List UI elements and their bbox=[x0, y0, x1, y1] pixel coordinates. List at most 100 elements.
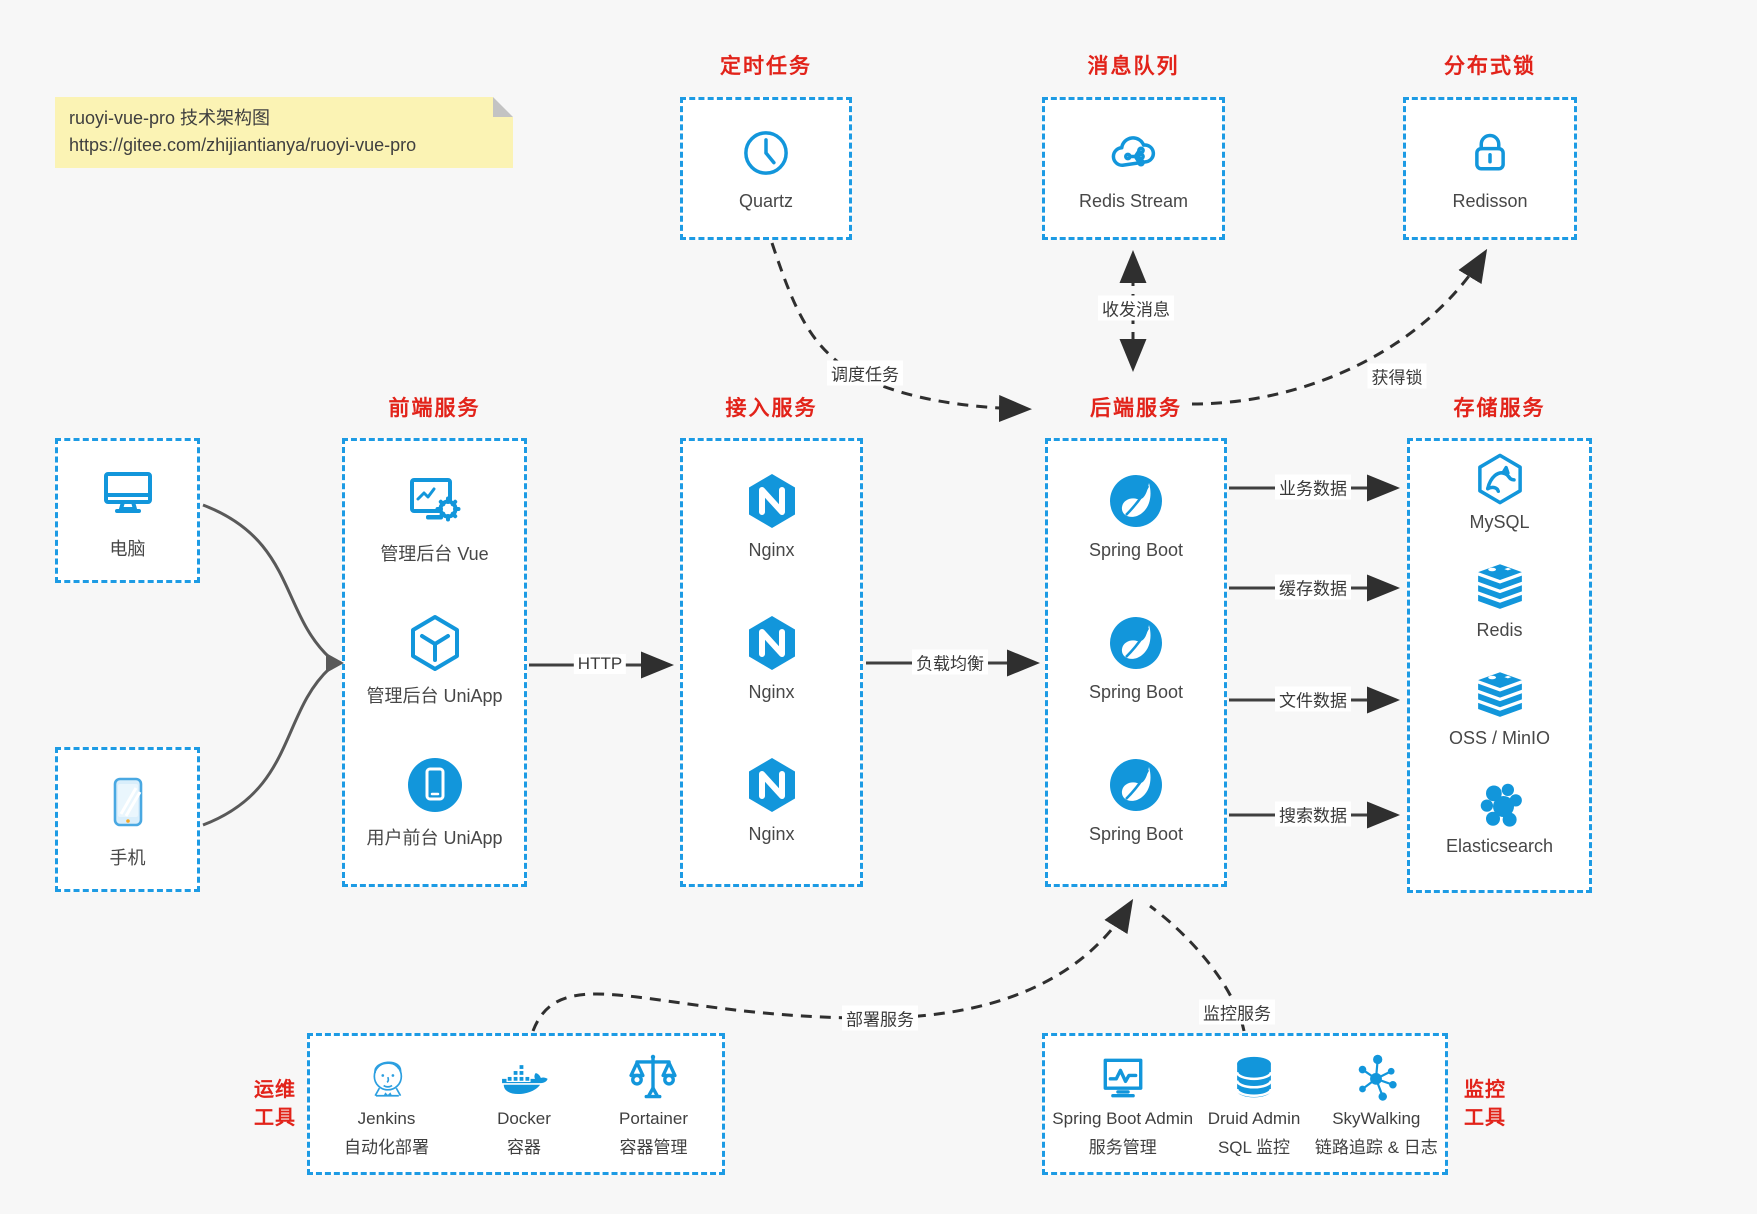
label-acquire-lock: 获得锁 bbox=[1367, 363, 1427, 389]
monitoring-tools-box: Spring Boot Admin 服务管理 Druid Admin SQL 监… bbox=[1042, 1033, 1448, 1175]
sticky-note: ruoyi-vue-pro 技术架构图 https://gitee.com/zh… bbox=[55, 97, 513, 168]
redisson-label: Redisson bbox=[1452, 191, 1528, 211]
clock-icon bbox=[738, 125, 794, 181]
item-label: Spring Boot bbox=[1088, 824, 1184, 844]
ops-title-line1: 运维 bbox=[254, 1079, 296, 1101]
ops-item-name: Docker bbox=[497, 1108, 551, 1128]
note-fold-corner bbox=[493, 97, 513, 117]
item-label: 管理后台 UniApp bbox=[366, 686, 503, 706]
nginx-icon bbox=[740, 753, 804, 817]
gateway-item-nginx-3: Nginx bbox=[683, 753, 860, 845]
redis-stack-icon bbox=[1472, 559, 1528, 615]
gateway-item-nginx-1: Nginx bbox=[683, 469, 860, 561]
elasticsearch-icon bbox=[1472, 775, 1528, 831]
monitor-item-desc: 服务管理 bbox=[1088, 1137, 1157, 1157]
ops-title-line2: 工具 bbox=[254, 1107, 296, 1129]
frontend-item-admin-uniapp: 管理后台 UniApp bbox=[345, 611, 524, 708]
ops-item-desc: 容器管理 bbox=[619, 1137, 688, 1157]
label-send-receive-message: 收发消息 bbox=[1098, 295, 1174, 321]
note-url: https://gitee.com/zhijiantianya/ruoyi-vu… bbox=[69, 135, 417, 155]
title-frontend: 前端服务 bbox=[388, 397, 481, 420]
nginx-icon bbox=[740, 611, 804, 675]
title-scheduled-jobs: 定时任务 bbox=[720, 55, 812, 78]
docker-icon bbox=[497, 1051, 551, 1105]
item-label: Elasticsearch bbox=[1445, 836, 1554, 856]
label-schedule-task: 调度任务 bbox=[827, 360, 903, 386]
storage-item-mysql: MySQL bbox=[1410, 451, 1589, 533]
title-message-queue: 消息队列 bbox=[1087, 55, 1180, 78]
monitor-item-name: Spring Boot Admin bbox=[1052, 1108, 1194, 1128]
label-deploy-service: 部署服务 bbox=[842, 1005, 918, 1031]
backend-item-springboot-2: Spring Boot bbox=[1048, 611, 1224, 703]
ops-tools-box: Jenkins 自动化部署 Docker 容器 Portainer 容器管理 bbox=[307, 1033, 725, 1175]
jenkins-icon bbox=[360, 1051, 414, 1105]
backend-item-springboot-3: Spring Boot bbox=[1048, 753, 1224, 845]
label-file-data: 文件数据 bbox=[1275, 686, 1351, 712]
redis-stream-box: Redis Stream bbox=[1042, 97, 1225, 240]
label-business-data: 业务数据 bbox=[1275, 474, 1351, 500]
scales-icon bbox=[626, 1051, 680, 1105]
monitor-item-name: SkyWalking bbox=[1332, 1108, 1421, 1128]
backend-box: Spring Boot Spring Boot Spring Boot bbox=[1045, 438, 1227, 887]
ops-item-desc: 容器 bbox=[507, 1137, 541, 1157]
phone-icon bbox=[96, 770, 160, 834]
mysql-icon bbox=[1472, 451, 1528, 507]
storage-box: MySQL Redis OSS / MinIO Elasticsearch bbox=[1407, 438, 1592, 893]
ops-item-name: Portainer bbox=[619, 1108, 688, 1128]
pc-client-label: 电脑 bbox=[109, 538, 146, 559]
uniapp-hexagon-icon bbox=[403, 611, 467, 675]
admin-monitor-icon bbox=[1096, 1051, 1150, 1105]
mobile-client-box: 手机 bbox=[55, 747, 200, 892]
ops-item-name: Jenkins bbox=[357, 1108, 416, 1128]
arrow-deploy-service bbox=[531, 898, 1134, 1032]
item-label: 用户前台 UniApp bbox=[366, 828, 503, 848]
ops-item-desc: 自动化部署 bbox=[344, 1137, 429, 1157]
storage-item-redis: Redis bbox=[1410, 559, 1589, 641]
gateway-box: Nginx Nginx Nginx bbox=[680, 438, 863, 887]
title-gateway: 接入服务 bbox=[725, 397, 818, 420]
redis-stream-label: Redis Stream bbox=[1078, 191, 1189, 211]
admin-console-icon bbox=[403, 469, 467, 533]
item-label: Spring Boot bbox=[1088, 540, 1184, 560]
spring-boot-icon bbox=[1104, 469, 1168, 533]
storage-item-oss-minio: OSS / MinIO bbox=[1410, 667, 1589, 749]
frontend-box: 管理后台 Vue 管理后台 UniApp 用户前台 UniApp bbox=[342, 438, 527, 887]
monitor-item-name: Druid Admin bbox=[1207, 1108, 1301, 1128]
label-http: HTTP bbox=[573, 654, 627, 674]
label-load-balance: 负载均衡 bbox=[912, 649, 988, 675]
arrow-pc-to-frontend bbox=[202, 503, 332, 660]
database-icon bbox=[1227, 1051, 1281, 1105]
monitoring-tools-title: 监控 工具 bbox=[1456, 1076, 1514, 1132]
backend-item-springboot-1: Spring Boot bbox=[1048, 469, 1224, 561]
storage-item-elasticsearch: Elasticsearch bbox=[1410, 775, 1589, 857]
nginx-icon bbox=[740, 469, 804, 533]
ops-tools-title: 运维 工具 bbox=[246, 1076, 304, 1132]
user-app-circle-icon bbox=[403, 753, 467, 817]
note-title: ruoyi-vue-pro 技术架构图 bbox=[69, 108, 271, 128]
arrow-mobile-to-frontend bbox=[202, 666, 332, 827]
ops-item-docker: Docker 容器 bbox=[497, 1051, 551, 1158]
lock-icon bbox=[1462, 125, 1518, 181]
monitor-item-druid: Druid Admin SQL 监控 bbox=[1207, 1051, 1301, 1158]
pc-client-box: 电脑 bbox=[55, 438, 200, 583]
frontend-item-user-uniapp: 用户前台 UniApp bbox=[345, 753, 524, 850]
item-label: Redis bbox=[1476, 620, 1523, 640]
label-monitor-service: 监控服务 bbox=[1199, 999, 1275, 1025]
title-storage: 存储服务 bbox=[1453, 397, 1546, 420]
monitor-item-desc: 链路追踪 & 日志 bbox=[1314, 1137, 1438, 1157]
cloud-stream-icon bbox=[1106, 125, 1162, 181]
monitor-item-sba: Spring Boot Admin 服务管理 bbox=[1052, 1051, 1193, 1158]
quartz-box: Quartz bbox=[680, 97, 852, 240]
label-cache-data: 缓存数据 bbox=[1275, 574, 1351, 600]
mobile-client-label: 手机 bbox=[109, 847, 146, 868]
spring-boot-icon bbox=[1104, 753, 1168, 817]
ops-item-jenkins: Jenkins 自动化部署 bbox=[344, 1051, 429, 1158]
label-search-data: 搜索数据 bbox=[1275, 801, 1351, 827]
title-backend: 后端服务 bbox=[1090, 397, 1182, 420]
item-label: OSS / MinIO bbox=[1448, 728, 1551, 748]
item-label: MySQL bbox=[1469, 512, 1530, 532]
title-distributed-lock: 分布式锁 bbox=[1444, 55, 1536, 78]
network-nodes-icon bbox=[1349, 1051, 1403, 1105]
quartz-label: Quartz bbox=[738, 191, 794, 211]
